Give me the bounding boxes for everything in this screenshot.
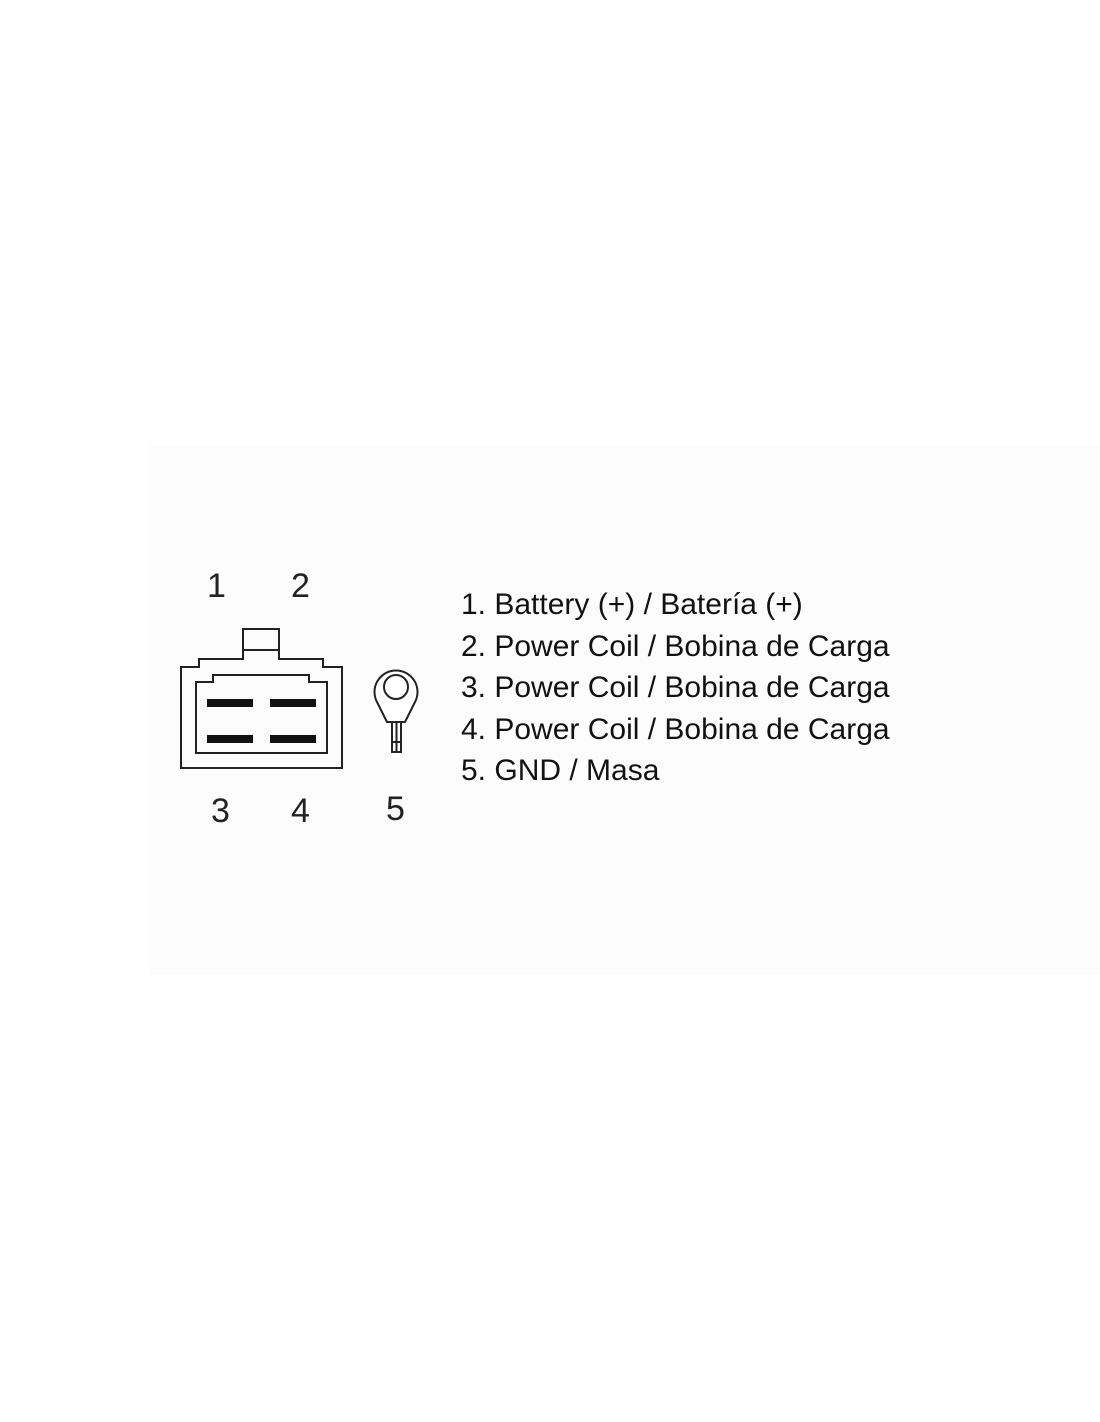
pin-3-blade (207, 735, 253, 743)
pin-label-1: 1 (207, 567, 226, 605)
pin-2-blade (270, 699, 316, 707)
pin-1-blade (207, 699, 253, 707)
legend-item: 1. Battery (+) / Batería (+) (461, 588, 803, 621)
pin-blades (207, 699, 316, 743)
diagram-panel (150, 445, 1100, 975)
legend-item: 5. GND / Masa (461, 754, 660, 787)
pin-label-5: 5 (386, 790, 405, 828)
pin-4-blade (270, 735, 316, 743)
four-pin-connector (180, 628, 343, 769)
pin-legend: 1. Battery (+) / Batería (+) 2. Power Co… (461, 584, 890, 792)
legend-item: 4. Power Coil / Bobina de Carga (461, 712, 890, 746)
pin-label-2: 2 (291, 567, 310, 605)
legend-item: 2. Power Coil / Bobina de Carga (461, 629, 890, 663)
pin-label-4: 4 (291, 792, 310, 830)
legend-item: 3. Power Coil / Bobina de Carga (461, 671, 890, 704)
pin-label-3: 3 (211, 792, 230, 830)
connector-housing (180, 628, 343, 769)
connector-inner (195, 674, 328, 754)
ring-terminal-icon (373, 669, 419, 753)
